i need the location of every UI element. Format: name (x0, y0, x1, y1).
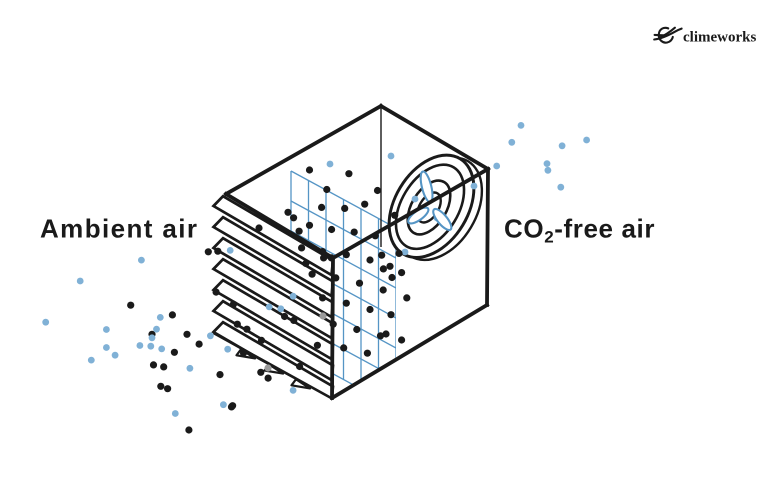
svg-text:climeworks: climeworks (683, 30, 756, 46)
svg-text:CO2-free air: CO2-free air (504, 214, 655, 247)
svg-text:Ambient air: Ambient air (40, 214, 198, 244)
